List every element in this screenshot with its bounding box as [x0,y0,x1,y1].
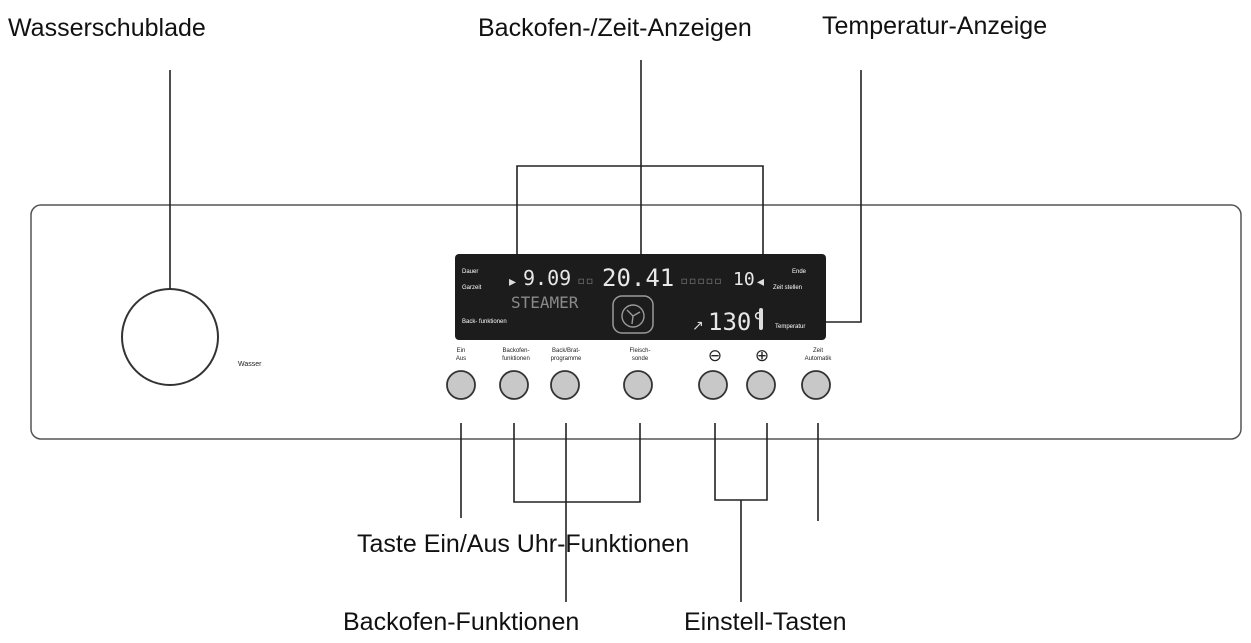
button-label-automatic: Zeit [813,348,823,354]
leader-temperature [825,70,862,323]
display-label-ende: Ende [792,269,807,275]
thermometer-icon [759,308,763,330]
display-mode-text: STEAMER [511,293,579,312]
button-label-programs: Back/Brat- [552,348,580,354]
button-label-programs-2: programme [551,356,582,362]
programs-button[interactable] [550,370,580,400]
display-marker-right: ◂ [757,274,764,290]
minus-button[interactable] [698,370,728,400]
button-label-meat-probe-2: sonde [632,356,649,362]
callout-water-drawer: Wasserschublade [8,14,206,42]
water-label: Wasser [238,361,262,368]
button-label-on-off-2: Aus [456,356,466,362]
leader-oven-time-bracket [516,165,764,260]
time-automatic-button[interactable] [801,370,831,400]
display-dim-segment-2: ▫▫▫▫▫ [680,273,722,289]
display-clock: 20.41 [602,264,674,292]
fan-icon [612,295,654,334]
button-label-meat-probe: Fleisch- [629,348,650,354]
water-drawer-knob[interactable] [121,288,219,386]
leader-clock-bracket [513,423,641,503]
leader-setting-bracket [714,423,768,501]
oven-functions-button[interactable] [499,370,529,400]
button-label-oven-functions: Backofen- [502,348,529,354]
button-group: Ein Aus Backofen- funktionen Back/Brat- … [446,346,833,400]
callout-oven-time-displays: Backofen-/Zeit-Anzeigen [478,14,752,42]
control-panel-outline [30,204,1242,440]
callout-temperature-display: Temperatur-Anzeige [822,12,1048,40]
display-label-dauer: Dauer [462,269,478,275]
plus-button[interactable] [746,370,776,400]
display-right-number: 10 [733,269,755,290]
button-label-oven-functions-2: funktionen [502,356,530,362]
display-probe-icon: ↗ [692,318,704,334]
minus-icon: ⊖ [708,346,722,366]
display-label-garzeit: Garzeit [462,285,482,291]
callout-oven-functions: Backofen-Funktionen [343,608,580,636]
button-label-automatic-2: Automatik [805,356,833,362]
display-label-backfunktionen: Back- funktionen [462,319,507,325]
callout-on-off-clock: Taste Ein/Aus Uhr-Funktionen [357,530,690,558]
plus-icon: ⊕ [755,346,769,366]
display-label-zeit-stellen: Zeit stellen [773,285,802,291]
display-temperature: 130° [708,308,766,336]
button-label-on-off: Ein [457,348,466,354]
display-label-temperatur: Temperatur [775,324,805,330]
on-off-button[interactable] [446,370,476,400]
lcd-display: Dauer Garzeit Back- funktionen Ende Zeit… [455,254,826,340]
callout-setting-keys: Einstell-Tasten [684,608,847,636]
display-marker-left: ▸ [509,274,516,290]
display-duration: 9.09 [523,266,571,290]
display-dim-segment-1: ▫▫ [577,273,594,289]
meat-probe-button[interactable] [623,370,653,400]
